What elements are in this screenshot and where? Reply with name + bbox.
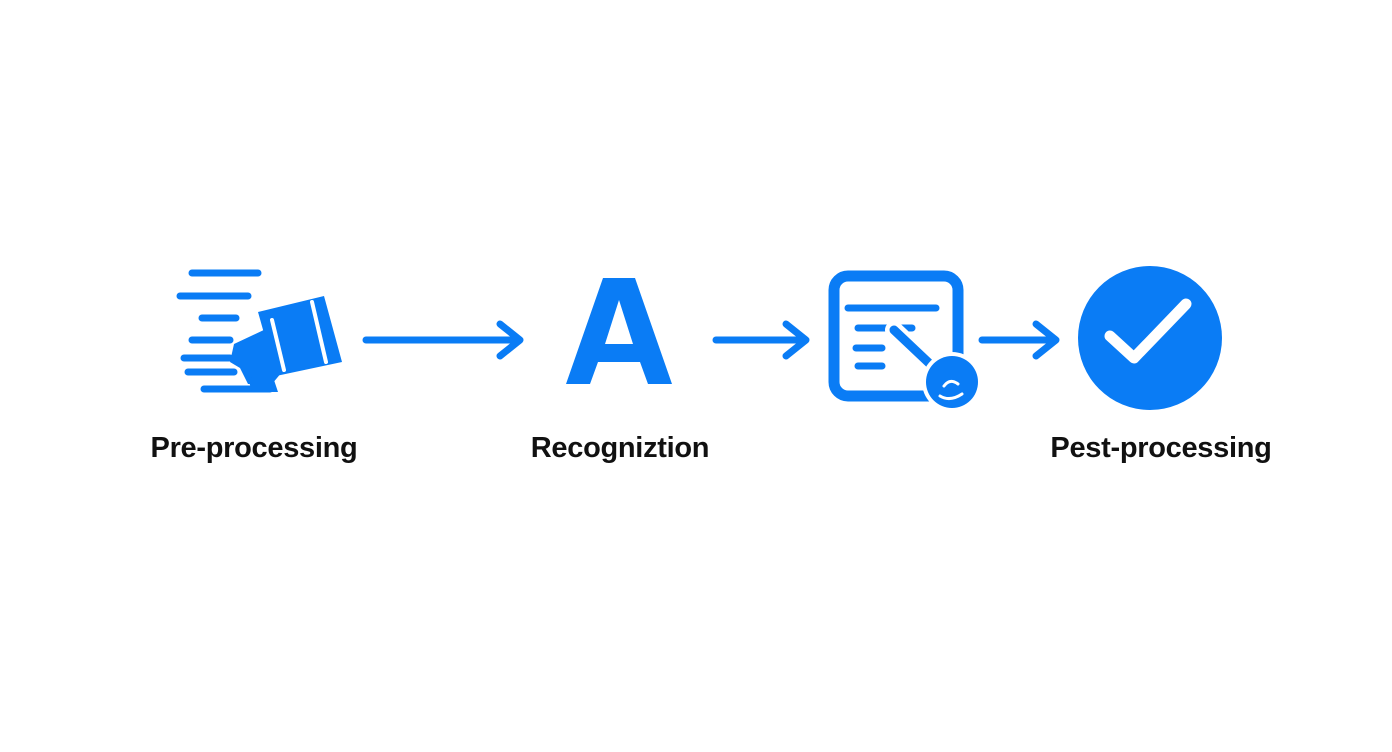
scanner-icon — [176, 269, 342, 393]
letter-a-icon — [566, 278, 672, 384]
step-label-post-processing: Pest-processing — [1050, 432, 1272, 464]
arrow-icon — [978, 320, 1060, 360]
arrow-icon — [362, 320, 524, 360]
arrow-icon — [712, 320, 810, 360]
document-edit-icon — [828, 270, 982, 410]
check-circle-icon — [1078, 266, 1222, 410]
step-label-pre-processing: Pre-processing — [150, 432, 358, 464]
step-label-recognition: Recogniztion — [530, 432, 710, 464]
